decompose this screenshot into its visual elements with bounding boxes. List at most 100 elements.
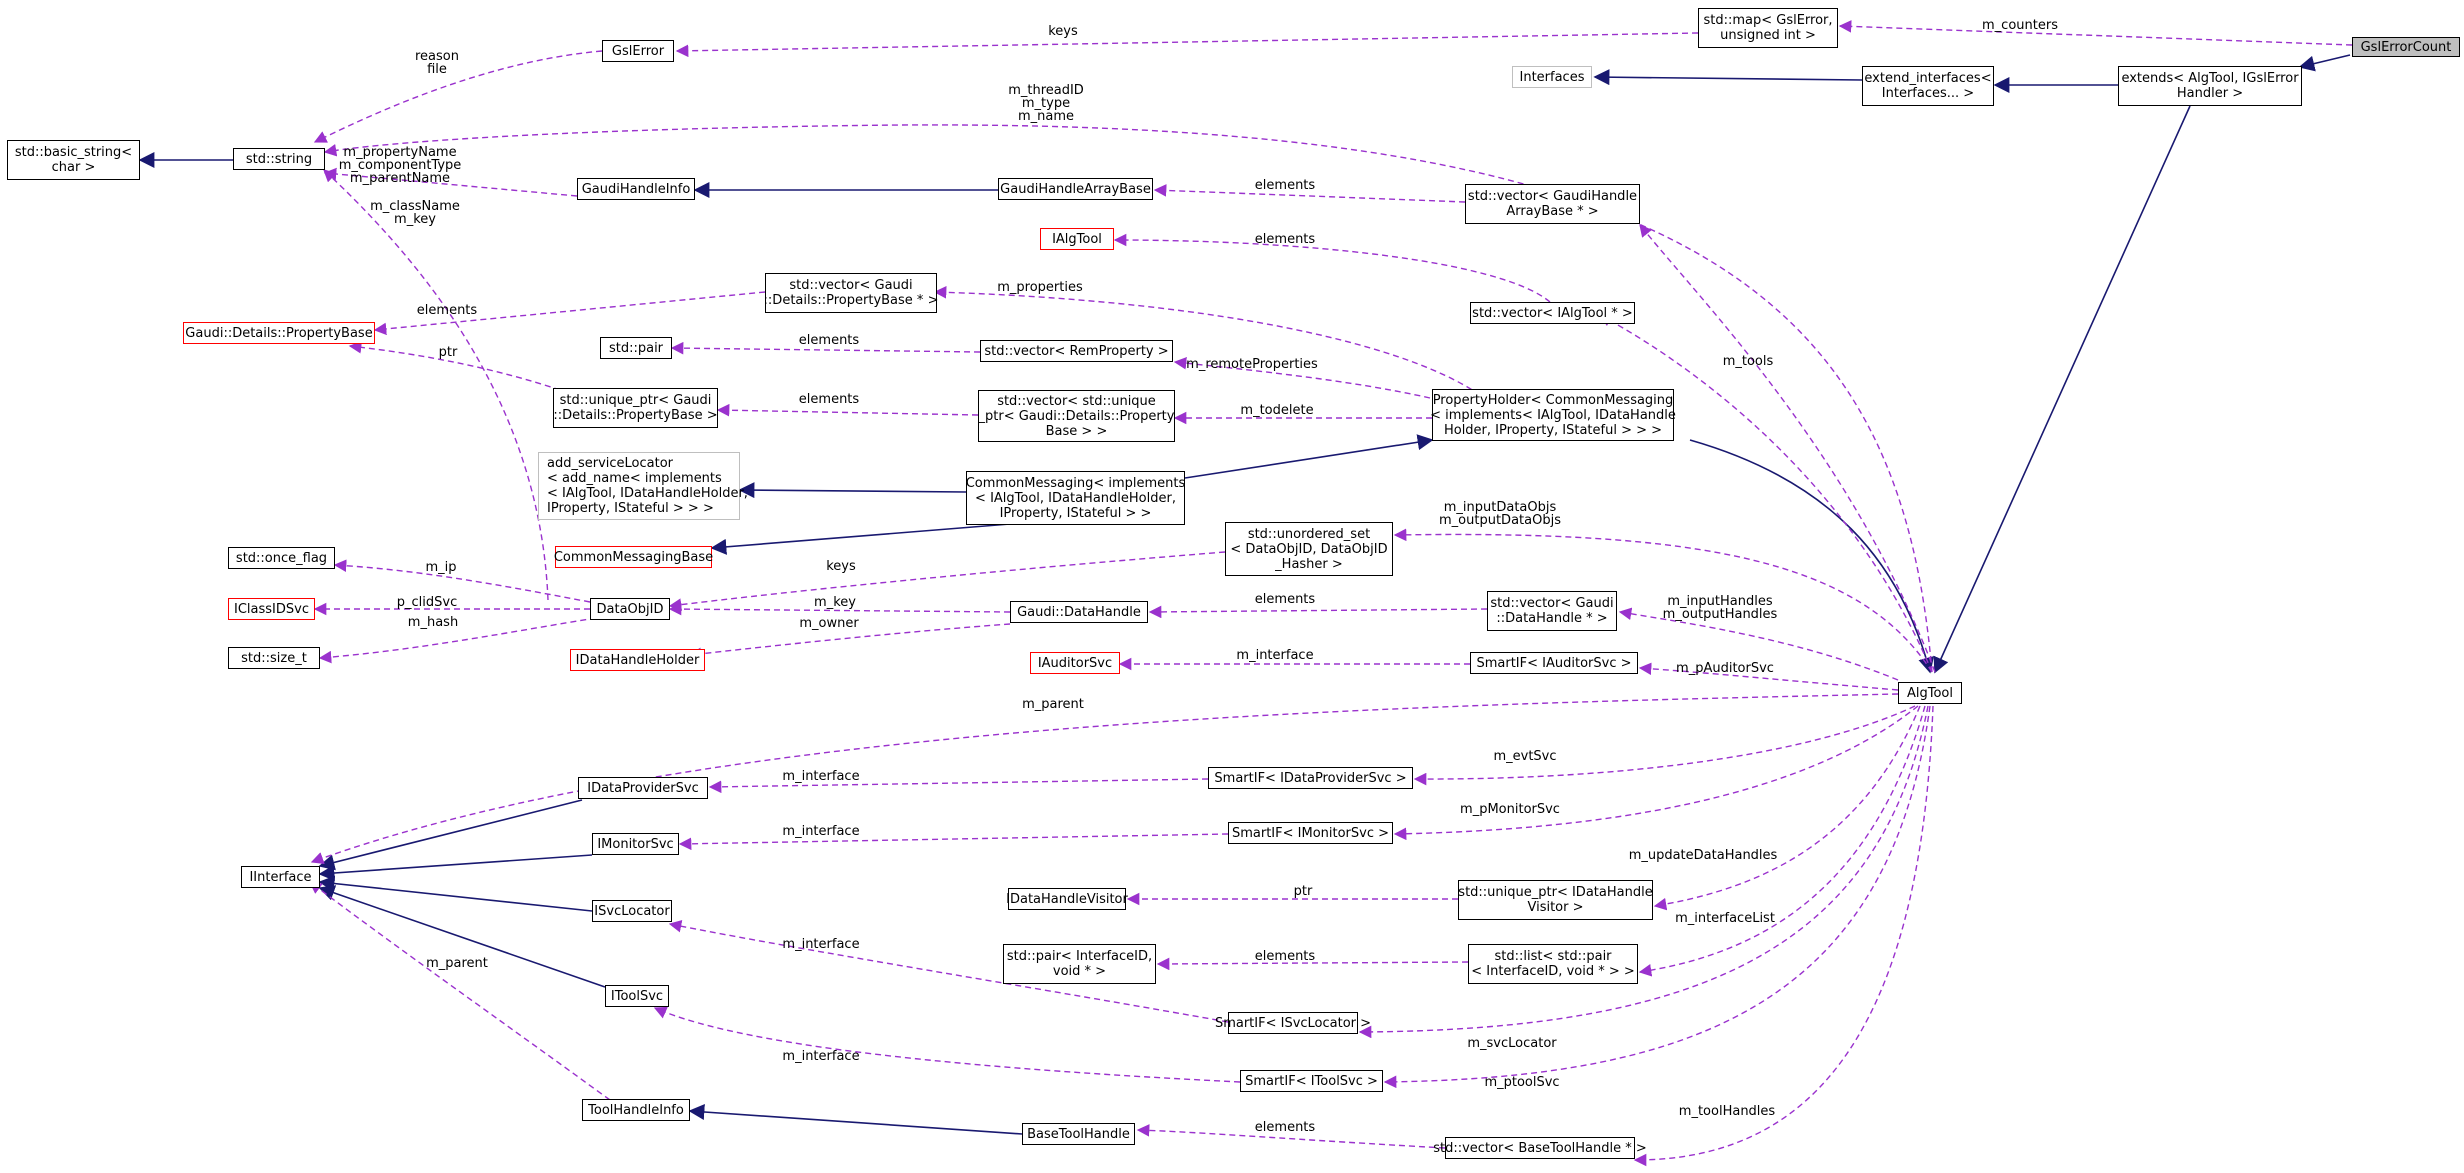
edge-extends-to-gslerrorcount xyxy=(2298,54,2351,72)
edge-m-tools xyxy=(1598,314,1933,673)
node-extends-algtool-igslerrorhandler[interactable]: extends< AlgTool, IGslError Handler > xyxy=(2118,66,2302,106)
node-std-pair[interactable]: std::pair xyxy=(600,337,672,359)
node-interfaces: Interfaces xyxy=(1512,66,1592,88)
node-commonmessaging[interactable]: CommonMessaging< implements < IAlgTool, … xyxy=(966,471,1185,525)
node-list-pair-interfaceid[interactable]: std::list< std::pair < InterfaceID, void… xyxy=(1468,944,1638,984)
edge-label-ptr-propertybase: ptr xyxy=(439,345,458,360)
edge-m-toolhandlearrays xyxy=(1639,224,1936,673)
edge-label-m-key: m_key xyxy=(814,595,856,610)
node-smartif-itoolsvc[interactable]: SmartIF< IToolSvc > xyxy=(1240,1070,1383,1092)
node-toolhandleinfo[interactable]: ToolHandleInfo xyxy=(582,1099,690,1121)
node-vector-propertybase[interactable]: std::vector< Gaudi ::Details::PropertyBa… xyxy=(764,273,938,313)
node-vector-gaudihandlearraybase[interactable]: std::vector< GaudiHandle ArrayBase * > xyxy=(1465,184,1640,224)
node-pair-interfaceid[interactable]: std::pair< InterfaceID, void * > xyxy=(1003,944,1156,984)
node-propertybase[interactable]: Gaudi::Details::PropertyBase xyxy=(183,322,375,344)
edge-label-m-interfacelist: m_interfaceList xyxy=(1675,911,1775,926)
node-dataobjid[interactable]: DataObjID xyxy=(590,598,670,620)
edge-m-evtsvc xyxy=(1413,705,1916,786)
edge-label-elements-propertybase: elements xyxy=(417,303,478,318)
node-basetoolhandle[interactable]: BaseToolHandle xyxy=(1022,1123,1135,1145)
edge-toolhandleinfo-to-basetoolhandle xyxy=(688,1104,1023,1135)
edge-label-p-clidsvc: p_clidSvc xyxy=(397,595,457,610)
edge-label-m-interface-toolsvc: m_interface xyxy=(782,1049,859,1064)
node-gslerror[interactable]: GslError xyxy=(602,40,674,62)
edge-keys-dataobjid xyxy=(668,551,1226,611)
node-unordered-set-dataobjid[interactable]: std::unordered_set < DataObjID, DataObjI… xyxy=(1225,522,1393,576)
edge-m-parent-algtool xyxy=(310,693,1899,865)
edge-label-elements-basetoolhandle: elements xyxy=(1255,1120,1316,1135)
edge-input-output-dataobjs xyxy=(1393,528,1933,673)
node-vector-unique-ptr[interactable]: std::vector< std::unique _ptr< Gaudi::De… xyxy=(978,390,1175,442)
node-isvclocator[interactable]: ISvcLocator xyxy=(592,900,672,922)
edge-label-m-hash: m_hash xyxy=(408,615,458,630)
node-vector-remproperty[interactable]: std::vector< RemProperty > xyxy=(980,340,1173,362)
edge-iinterface-to-isvclocator xyxy=(318,875,593,912)
node-basic-string[interactable]: std::basic_string< char > xyxy=(7,140,140,180)
edge-label-m-remoteproperties: m_remoteProperties xyxy=(1186,357,1318,372)
edge-elements-interfaceid xyxy=(1156,957,1469,971)
node-idatahandlevisitor[interactable]: IDataHandleVisitor xyxy=(1006,888,1128,910)
edge-ptr-propertybase xyxy=(348,341,561,391)
edge-label-keys-dataobjid: keys xyxy=(826,559,856,574)
node-iclassidsvc[interactable]: IClassIDSvc xyxy=(228,598,315,620)
node-itoolsvc[interactable]: IToolSvc xyxy=(605,985,669,1007)
node-std-size-t[interactable]: std::size_t xyxy=(228,647,320,669)
node-gslerrorcount: GslErrorCount xyxy=(2352,37,2460,57)
node-propertyholder[interactable]: PropertyHolder< CommonMessaging < implem… xyxy=(1430,389,1676,441)
node-ialgtool[interactable]: IAlgTool xyxy=(1040,228,1114,250)
edge-m-pmonitorsvc xyxy=(1393,705,1919,841)
edge-m-ptoolsvc xyxy=(1383,705,1931,1089)
edge-label-m-properties: m_properties xyxy=(997,280,1083,295)
node-std-string[interactable]: std::string xyxy=(233,148,325,170)
node-algtool[interactable]: AlgTool xyxy=(1898,682,1962,704)
node-std-once-flag[interactable]: std::once_flag xyxy=(228,547,335,569)
edge-label-m-pauditorsvc: m_pAuditorSvc xyxy=(1676,661,1774,676)
node-unique-ptr-propertybase[interactable]: std::unique_ptr< Gaudi ::Details::Proper… xyxy=(553,388,718,428)
node-map-gslerror-uint[interactable]: std::map< GslError, unsigned int > xyxy=(1698,8,1838,48)
node-iauditorsvc[interactable]: IAuditorSvc xyxy=(1030,652,1120,674)
node-iinterface[interactable]: IInterface xyxy=(241,866,320,888)
edge-m-updatedatahandles xyxy=(1653,705,1921,911)
edge-label-m-parent-algtool: m_parent xyxy=(1022,697,1084,712)
node-smartif-iauditorsvc[interactable]: SmartIF< IAuditorSvc > xyxy=(1470,652,1638,674)
node-extend-interfaces[interactable]: extend_interfaces< Interfaces... > xyxy=(1862,66,1994,106)
edge-m-svclocator xyxy=(1358,705,1929,1039)
node-smartif-isvclocator[interactable]: SmartIF< ISvcLocator > xyxy=(1215,1012,1371,1034)
node-vector-ialgtool[interactable]: std::vector< IAlgTool * > xyxy=(1470,302,1635,324)
node-idataprovidersvc[interactable]: IDataProviderSvc xyxy=(578,777,708,799)
edge-m-interface-monitor xyxy=(678,833,1229,851)
edge-label-m-tools: m_tools xyxy=(1723,354,1774,369)
node-vector-basetoolhandle[interactable]: std::vector< BaseToolHandle * > xyxy=(1433,1137,1647,1159)
node-add-servicelocator: add_serviceLocator < add_name< implement… xyxy=(538,452,748,520)
node-gaudi-datahandle[interactable]: Gaudi::DataHandle xyxy=(1010,601,1148,623)
node-commonmessagingbase[interactable]: CommonMessagingBase xyxy=(554,546,713,568)
node-vector-datahandle[interactable]: std::vector< Gaudi ::DataHandle * > xyxy=(1487,591,1617,631)
node-gaudihandleinfo[interactable]: GaudiHandleInfo xyxy=(577,178,695,200)
node-imonitorsvc[interactable]: IMonitorSvc xyxy=(592,833,679,855)
edge-label-elements-unique: elements xyxy=(799,392,860,407)
edge-label-m-counters: m_counters xyxy=(1982,18,2058,33)
edge-label-m-interface-svclocator: m_interface xyxy=(782,937,859,952)
edge-elements-pair xyxy=(670,341,981,355)
edge-m-properties xyxy=(933,286,1481,396)
node-gaudihandlearraybase[interactable]: GaudiHandleArrayBase xyxy=(998,178,1153,200)
edge-label-m-interface-auditor: m_interface xyxy=(1236,648,1313,663)
node-smartif-idataprovidersvc[interactable]: SmartIF< IDataProviderSvc > xyxy=(1208,767,1413,789)
edge-m-owner xyxy=(688,623,1011,661)
edge-iinterface-to-idataprovidersvc xyxy=(318,799,583,871)
edge-elements-gha xyxy=(1153,184,1466,203)
edge-elements-datahandle xyxy=(1148,605,1488,619)
edge-m-interface-svclocator xyxy=(668,920,1229,1023)
node-unique-ptr-idatahandlevisitor[interactable]: std::unique_ptr< IDataHandle Visitor > xyxy=(1458,880,1653,920)
node-smartif-imonitorsvc[interactable]: SmartIF< IMonitorSvc > xyxy=(1228,822,1393,844)
edge-m-toolhandles xyxy=(1633,705,1934,1167)
node-idatahandleholder[interactable]: IDataHandleHolder xyxy=(570,649,705,671)
edge-elements-unique xyxy=(716,403,979,417)
edge-iinterface-to-imonitorsvc xyxy=(318,854,593,881)
edge-keys-gslerror xyxy=(675,32,1699,58)
